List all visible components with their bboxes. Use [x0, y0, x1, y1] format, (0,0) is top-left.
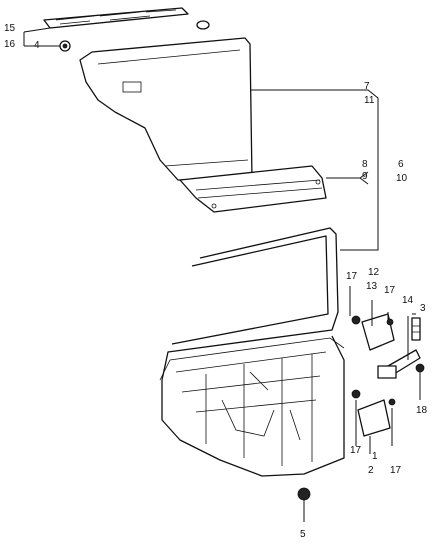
callout-16: 16 [4, 39, 16, 50]
callout-11: 11 [364, 95, 375, 106]
door-beam-part [179, 165, 327, 213]
callout-15: 15 [4, 23, 16, 34]
callout-7: 7 [364, 81, 370, 92]
callout-2: 2 [368, 465, 374, 476]
pin-part [411, 317, 421, 341]
door-outer-panel [79, 37, 253, 181]
callout-4: 4 [34, 40, 40, 51]
grommet-part-5 [297, 487, 311, 501]
callout-6: 6 [398, 159, 404, 170]
callout-10: 10 [396, 173, 408, 184]
callout-17-lower-left: 17 [350, 445, 362, 456]
weatherstrip-part [43, 7, 189, 29]
callout-12: 12 [368, 267, 380, 278]
hinge-lower [351, 389, 396, 437]
callout-18: 18 [416, 405, 428, 416]
clip-part-top [196, 20, 210, 30]
door-checker-part [377, 349, 421, 379]
callout-14: 14 [402, 295, 414, 306]
callout-8: 8 [362, 159, 368, 170]
clip-part-4 [59, 40, 71, 52]
callout-17-upper-left: 17 [346, 271, 358, 282]
callout-13: 13 [366, 281, 378, 292]
callout-5: 5 [300, 529, 306, 540]
callout-17-lower-right: 17 [390, 465, 402, 476]
leader-lines [23, 27, 421, 522]
bolt-part-18 [415, 363, 425, 373]
callout-3: 3 [420, 303, 426, 314]
door-frame [159, 227, 345, 477]
hinge-upper [351, 313, 395, 351]
callout-17-upper-right: 17 [384, 285, 396, 296]
callout-1: 1 [372, 451, 378, 462]
callout-9: 9 [362, 171, 368, 182]
